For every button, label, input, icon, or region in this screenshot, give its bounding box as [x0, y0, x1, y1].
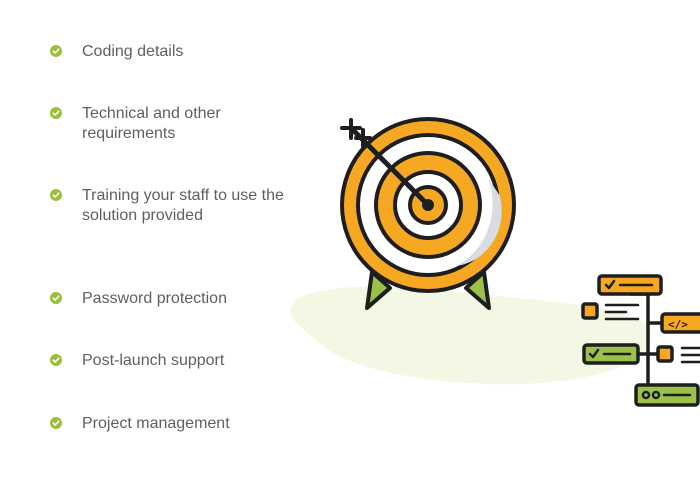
feature-label: Training your staff to use the solution …: [82, 187, 284, 224]
feature-label: Project management: [82, 415, 230, 432]
check-circle-icon: [50, 189, 62, 201]
check-circle-icon: [50, 417, 62, 429]
target-leg: [365, 270, 392, 310]
feature-label: Technical and other requirements: [82, 105, 221, 142]
check-circle-icon: [50, 354, 62, 366]
target-arrow-icon: [340, 117, 516, 310]
check-circle-icon: [50, 292, 62, 304]
feature-label: Post-launch support: [82, 352, 225, 369]
background-blob: [290, 286, 652, 385]
check-circle-icon: [50, 107, 62, 119]
svg-text:</>: </>: [668, 318, 688, 331]
feature-label: Coding details: [82, 43, 184, 60]
target-leg: [464, 270, 491, 310]
code-flowchart-icon: </>: [581, 274, 700, 407]
feature-label: Password protection: [82, 290, 227, 307]
check-circle-icon: [50, 45, 62, 57]
